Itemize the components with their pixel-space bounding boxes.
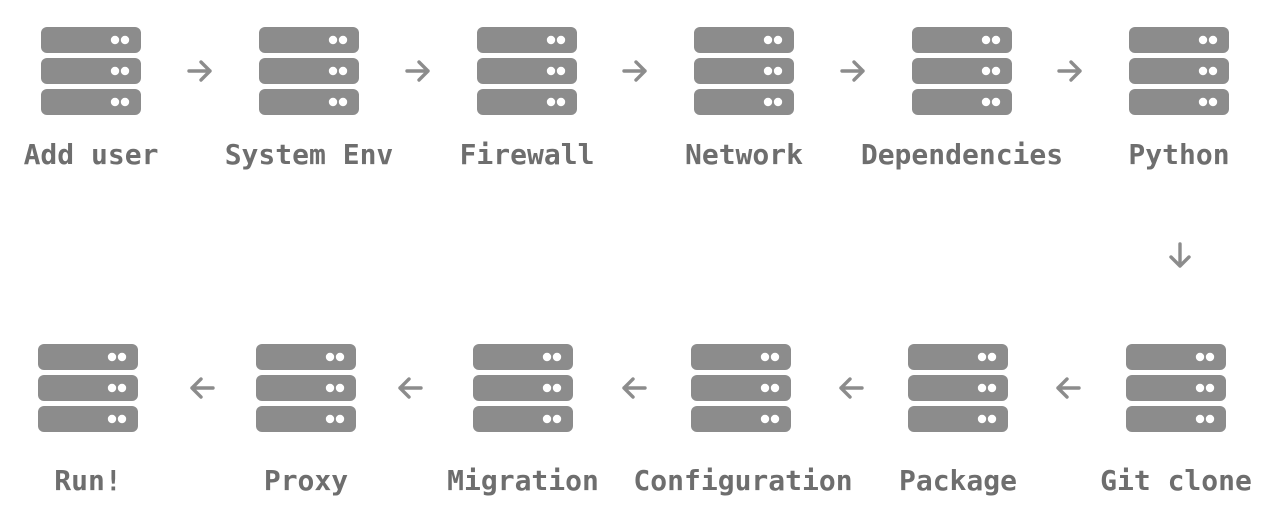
arrow-right-icon [185, 56, 215, 86]
arrow-left-icon [836, 373, 866, 403]
arrow-left-icon [395, 373, 425, 403]
server-node-firewall [477, 27, 577, 115]
arrow-right-icon [403, 56, 433, 86]
step-label-run: Run! [54, 464, 122, 497]
arrow-right-icon [1055, 56, 1085, 86]
server-icon [1126, 344, 1226, 432]
server-node-add-user [41, 27, 141, 115]
step-label-python: Python [1128, 138, 1230, 171]
server-icon [41, 27, 141, 115]
step-label-add-user: Add user [23, 138, 159, 171]
step-label-firewall: Firewall [459, 138, 595, 171]
arrow-left-icon [187, 373, 217, 403]
server-icon [694, 27, 794, 115]
server-icon [256, 344, 356, 432]
arrow-left-icon [619, 373, 649, 403]
step-label-configuration: Configuration [633, 464, 853, 497]
step-label-network: Network [684, 138, 803, 171]
server-node-system-env [259, 27, 359, 115]
server-node-proxy [256, 344, 356, 432]
server-icon [912, 27, 1012, 115]
server-icon [477, 27, 577, 115]
step-label-git-clone: Git clone [1100, 464, 1252, 497]
server-node-network [694, 27, 794, 115]
server-icon [38, 344, 138, 432]
server-node-git-clone [1126, 344, 1226, 432]
step-label-system-env: System Env [224, 138, 394, 171]
server-node-package [908, 344, 1008, 432]
step-label-dependencies: Dependencies [860, 138, 1064, 171]
arrow-right-icon [620, 56, 650, 86]
server-node-migration [473, 344, 573, 432]
arrow-down-icon [1165, 241, 1195, 271]
step-label-package: Package [898, 464, 1017, 497]
step-label-migration: Migration [447, 464, 599, 497]
server-icon [1129, 27, 1229, 115]
server-node-python [1129, 27, 1229, 115]
step-label-proxy: Proxy [263, 464, 349, 497]
server-node-run [38, 344, 138, 432]
server-node-dependencies [912, 27, 1012, 115]
arrow-right-icon [838, 56, 868, 86]
server-icon [908, 344, 1008, 432]
server-icon [473, 344, 573, 432]
server-node-configuration [691, 344, 791, 432]
server-icon [691, 344, 791, 432]
server-icon [259, 27, 359, 115]
arrow-left-icon [1053, 373, 1083, 403]
